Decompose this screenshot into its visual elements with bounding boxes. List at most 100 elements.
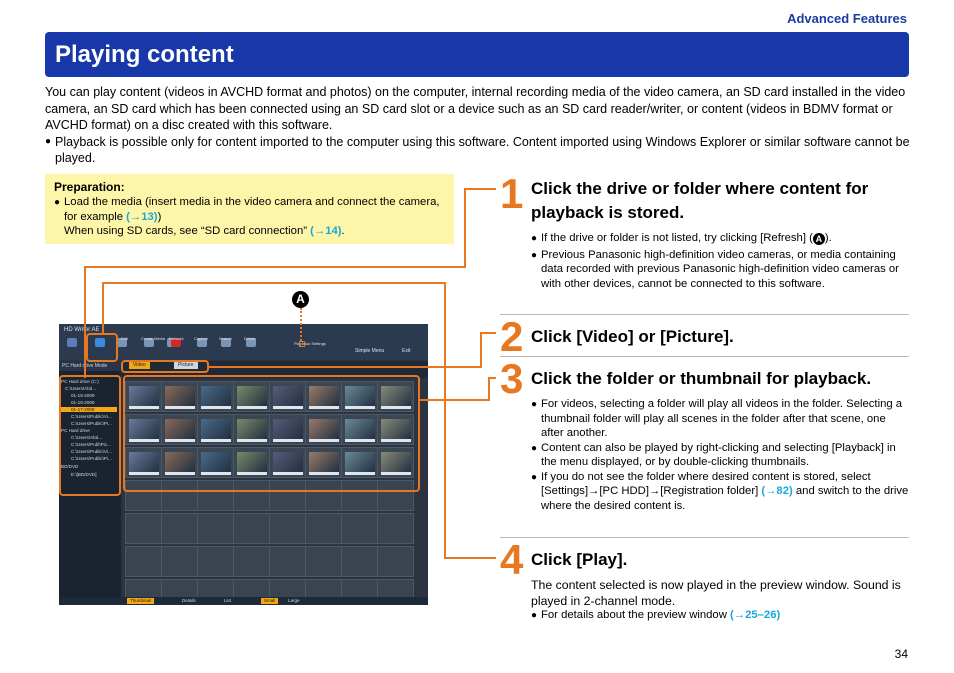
app-title: HD Writer AE <box>64 327 100 333</box>
preparation-body: ● Load the media (insert media in the vi… <box>54 195 449 239</box>
video-thumbnail <box>377 546 414 577</box>
bullet-icon: ● <box>531 610 538 621</box>
tree-item: E:\[BD/DVD] <box>71 472 97 477</box>
video-thumbnail <box>161 414 198 445</box>
step-note-text: Previous Panasonic high-definition video… <box>541 248 899 290</box>
video-thumbnail <box>269 546 306 577</box>
thumbnail-caption <box>345 472 375 475</box>
page-reference-link[interactable]: (→14) <box>310 225 342 237</box>
connector-line <box>102 282 446 284</box>
video-thumbnail <box>377 414 414 445</box>
video-thumbnail <box>197 480 234 511</box>
toolbar-label: Capture <box>194 336 209 341</box>
page-reference-link[interactable]: (→13) <box>126 210 158 223</box>
callout-marker-inline: A <box>812 233 825 245</box>
thumbnail-image <box>381 386 411 406</box>
video-thumbnail <box>305 414 342 445</box>
thumbnail-image <box>381 419 411 439</box>
step-note: ● Previous Panasonic high-definition vid… <box>531 248 909 292</box>
thumbnail-image <box>345 386 375 406</box>
search-icon <box>221 338 231 347</box>
tree-item: C:\Users\Abd... <box>71 435 103 440</box>
thumbnail-image <box>129 419 159 439</box>
status-bar: Thumbnail Details List Small Large <box>59 597 428 605</box>
step-note: ● For videos, selecting a folder will pl… <box>531 397 909 441</box>
thumbnail-caption <box>381 439 411 442</box>
connector-line <box>480 332 496 334</box>
toolbar-label: Delete <box>244 336 256 341</box>
step-note: ● For details about the preview window (… <box>531 608 909 625</box>
thumbnail-caption <box>345 439 375 442</box>
video-thumbnail <box>197 513 234 544</box>
video-thumbnail <box>305 381 342 412</box>
tree-item: PC Hard drive <box>61 428 90 433</box>
thumbnail-caption <box>309 439 339 442</box>
page-reference-link[interactable]: (→82) <box>761 485 793 497</box>
thumbnail-image <box>309 419 339 439</box>
note-text: If the drive or folder is not listed, tr… <box>541 232 813 244</box>
connector-line <box>444 557 496 559</box>
thumbnail-caption <box>237 439 267 442</box>
video-thumbnail <box>269 381 306 412</box>
section-label: Advanced Features <box>787 11 907 26</box>
video-thumbnail <box>125 480 162 511</box>
connector-line <box>464 188 466 267</box>
bullet-icon: ● <box>531 471 538 483</box>
callout-marker-a: A <box>292 291 309 308</box>
capture-icon <box>197 338 207 347</box>
video-thumbnail <box>197 414 234 445</box>
bullet-icon: ● <box>531 233 538 244</box>
page-reference-link[interactable]: (→25–26) <box>730 609 781 621</box>
bullet-icon: ● <box>531 442 538 454</box>
video-thumbnail <box>305 480 342 511</box>
step-note: ● If the drive or folder is not listed, … <box>531 231 909 248</box>
tree-item: C:\Users\Public\Vi... <box>71 449 112 454</box>
thumbnail-caption <box>273 406 303 409</box>
bullet-icon: ● <box>531 399 538 410</box>
step-number: 4 <box>500 536 524 583</box>
video-thumbnail <box>269 513 306 544</box>
video-thumbnail <box>161 381 198 412</box>
thumbnail-caption <box>201 406 231 409</box>
thumbnail-image <box>165 452 195 472</box>
preparation-item-text: Load the media (insert media in the vide… <box>64 195 449 239</box>
thumbnail-caption <box>129 406 159 409</box>
video-thumbnail <box>197 546 234 577</box>
thumbnail-image <box>129 452 159 472</box>
page-number: 34 <box>894 647 908 661</box>
video-thumbnail <box>341 381 378 412</box>
thumbnail-image <box>381 452 411 472</box>
video-thumbnail <box>233 546 270 577</box>
thumbnail-image <box>345 452 375 472</box>
settings-icon <box>117 338 127 347</box>
video-thumbnail <box>377 480 414 511</box>
page-title: Playing content <box>55 41 234 68</box>
tree-item: 01-15-2009 <box>71 393 95 398</box>
intro-bullet: ● Playback is possible only for content … <box>45 134 915 167</box>
step-heading: Click the drive or folder where content … <box>531 179 869 222</box>
status-thumbnail: Thumbnail <box>127 598 155 604</box>
toolbar-label: Create Media <box>141 336 166 341</box>
step-number: 1 <box>500 170 524 217</box>
tree-item: C:\Users\Abd... <box>65 386 97 391</box>
thumbnail-image <box>309 386 339 406</box>
video-thumbnail <box>305 546 342 577</box>
toolbar-label: Network <box>169 336 184 341</box>
thumbnail-caption <box>237 406 267 409</box>
bullet-icon: ● <box>531 249 538 261</box>
video-thumbnail <box>341 513 378 544</box>
toolbar-label: Edit <box>121 336 128 341</box>
step-note-text: If you do not see the folder where desir… <box>541 470 909 514</box>
simple-menu-button: Simple Menu <box>355 348 385 354</box>
highlight-thumbnails <box>123 375 420 492</box>
status-large: Large <box>288 598 300 603</box>
note-text: If you do not see the folder where desir… <box>541 470 871 498</box>
thumbnail-caption <box>273 472 303 475</box>
video-thumbnail <box>233 513 270 544</box>
video-thumbnail <box>377 513 414 544</box>
thumbnail-caption <box>237 472 267 475</box>
preparation-item-2: When using SD cards, see “SD card connec… <box>64 225 311 237</box>
step-4: 4 Click [Play]. The content selected is … <box>500 539 910 629</box>
thumbnail-image <box>129 386 159 406</box>
connector-line <box>488 377 496 379</box>
